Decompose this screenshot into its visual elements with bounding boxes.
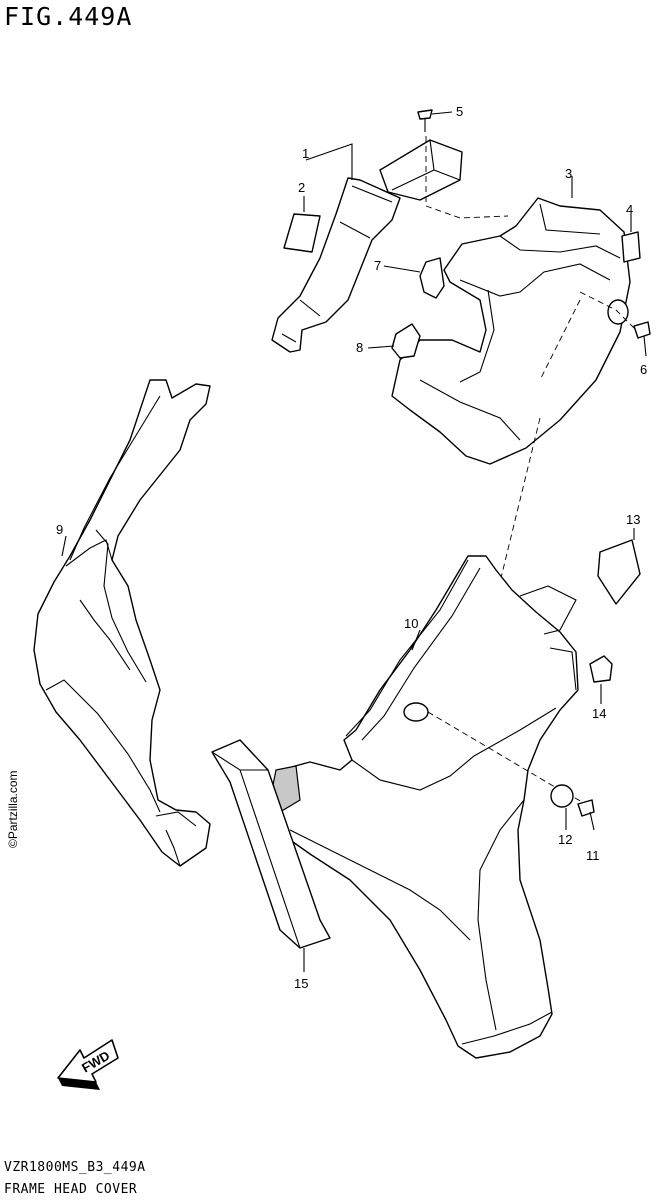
part-7-clip[interactable] (419, 257, 445, 299)
leader-7 (383, 265, 421, 273)
part-13-pad[interactable] (597, 539, 641, 605)
part-4-label[interactable] (621, 231, 641, 263)
figure-title: FIG.449A (4, 2, 133, 31)
callout-5: 5 (456, 104, 463, 119)
callout-1: 1 (302, 146, 309, 161)
callout-2: 2 (298, 180, 305, 195)
assembly-line-5 (425, 136, 509, 219)
part-8-clip[interactable] (391, 323, 421, 359)
leader-5 (431, 111, 453, 115)
callout-7: 7 (374, 258, 381, 273)
callout-8: 8 (356, 340, 363, 355)
part-15-strip[interactable] (211, 739, 331, 949)
leader-1 (305, 143, 353, 180)
fwd-arrow-icon: FWD (57, 1039, 119, 1090)
callout-14: 14 (592, 706, 606, 721)
part-5-screw[interactable] (417, 109, 433, 132)
assembly-line-3-10 (499, 417, 541, 583)
callout-15: 15 (294, 976, 308, 991)
figure-code: VZR1800MS_B3_449A (4, 1160, 146, 1175)
part-2-pad[interactable] (283, 213, 321, 253)
callout-9: 9 (56, 522, 63, 537)
part-1-inner-cover[interactable] (271, 139, 463, 353)
part-9-side-cover[interactable] (33, 379, 211, 867)
part-3-upper-cover[interactable] (391, 197, 631, 465)
callout-10: 10 (404, 616, 418, 631)
leader-9 (61, 535, 67, 557)
callout-12: 12 (558, 832, 572, 847)
callout-3: 3 (565, 166, 572, 181)
callout-4: 4 (626, 202, 633, 217)
callout-13: 13 (626, 512, 640, 527)
part-10-frame-head-cover[interactable] (269, 555, 579, 1059)
part-12-grommet[interactable] (550, 784, 574, 808)
leader-10 (411, 629, 421, 651)
callout-11: 11 (586, 848, 600, 863)
leader-8 (367, 345, 395, 349)
part-11-screw[interactable] (577, 799, 595, 831)
figure-name: FRAME HEAD COVER (4, 1182, 138, 1197)
part-14-clip[interactable] (589, 655, 613, 683)
watermark: ©Partzilla.com (6, 770, 20, 848)
callout-6: 6 (640, 362, 647, 377)
assembly-line-6 (579, 291, 637, 331)
